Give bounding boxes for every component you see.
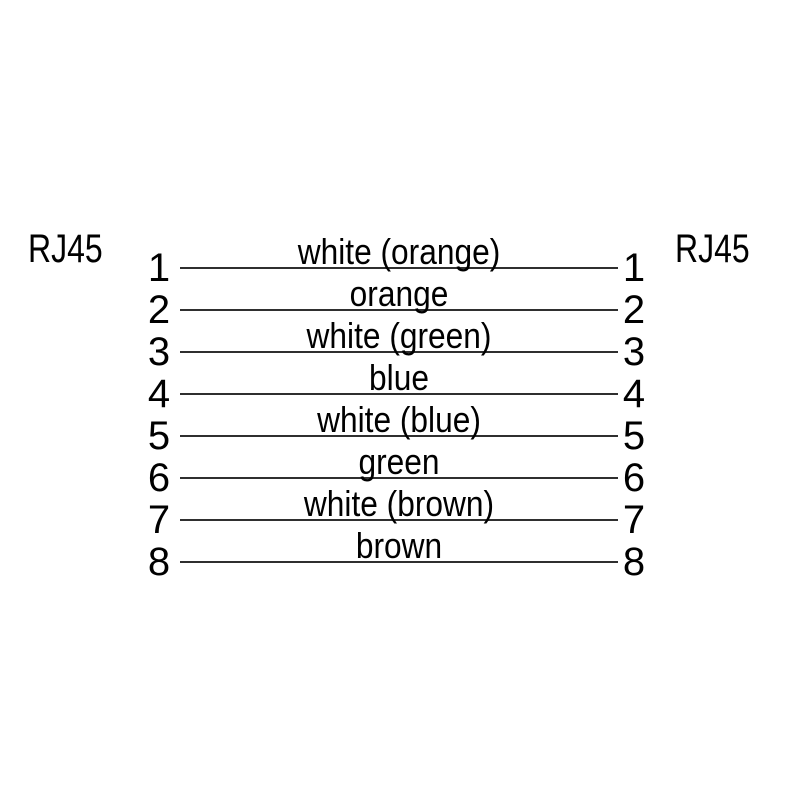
right-pin-number: 5 [622,413,646,458]
left-connector-label: RJ45 [28,227,103,271]
right-pin-number: 4 [622,371,646,416]
wire-line [180,434,618,437]
wire-color-label: blue [369,356,429,398]
wire-line [180,518,618,521]
right-pin-number: 7 [622,497,646,542]
right-connector-label: RJ45 [675,227,750,271]
wire-line [180,308,618,311]
wire-color-label: brown [355,524,443,566]
wire-color-label: white (green) [306,314,492,356]
wire-color-label: orange [349,272,449,314]
wire-line [180,392,618,395]
right-pin-number: 2 [622,287,646,332]
left-pin-number: 3 [147,329,171,374]
right-pin-number: 1 [622,245,646,290]
wire-line [180,560,618,563]
left-pin-number: 4 [147,371,171,416]
wire-line [180,266,618,269]
wire-line [180,476,618,479]
left-pin-number: 2 [147,287,171,332]
left-pin-number: 6 [147,455,171,500]
right-pin-number: 6 [622,455,646,500]
wire-color-label: white (brown) [303,482,495,524]
left-pin-number: 7 [147,497,171,542]
wire-color-label: white (orange) [297,230,501,272]
right-pin-number: 3 [622,329,646,374]
left-pin-number: 1 [147,245,171,290]
right-pin-number: 8 [622,539,646,584]
left-pin-number: 8 [147,539,171,584]
wire-color-label: green [358,440,440,482]
wire-color-label: white (blue) [317,398,481,440]
left-pin-number: 5 [147,413,171,458]
wire-line [180,350,618,353]
